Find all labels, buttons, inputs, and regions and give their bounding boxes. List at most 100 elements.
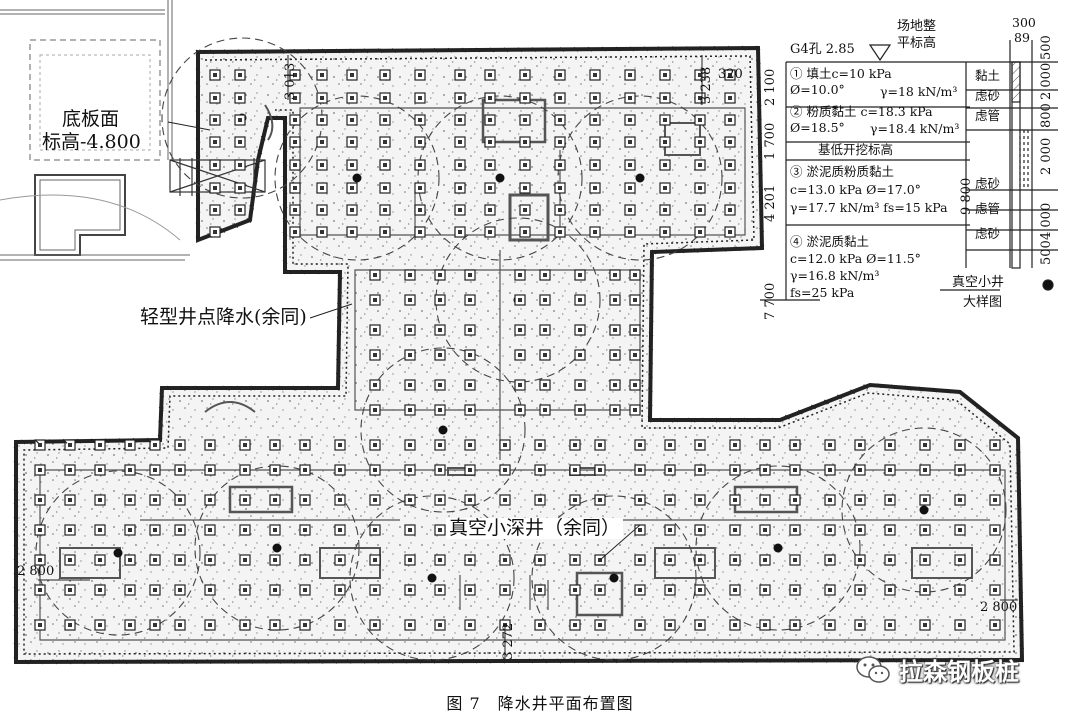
pile-cap bbox=[239, 554, 251, 566]
pile-cap bbox=[574, 349, 586, 361]
wellpoint-tick bbox=[679, 248, 685, 254]
pile-cap bbox=[594, 584, 606, 596]
pile-cap bbox=[539, 269, 551, 281]
pile-cap bbox=[629, 269, 641, 281]
wellpoint-tick bbox=[254, 163, 260, 169]
wellpoint-tick bbox=[262, 659, 268, 664]
pile-cap bbox=[64, 439, 76, 451]
pile-cap bbox=[434, 379, 446, 391]
pile-cap bbox=[269, 524, 281, 536]
wellpoint-tick bbox=[570, 658, 576, 664]
pile-cap bbox=[989, 524, 1001, 536]
pile-cap bbox=[609, 294, 621, 306]
wellpoint-tick bbox=[657, 46, 663, 52]
wellpoint-tick bbox=[318, 658, 324, 664]
pile-cap bbox=[724, 159, 736, 171]
wellpoint-tick bbox=[220, 228, 226, 233]
pile-cap bbox=[624, 182, 636, 194]
wellpoint-tick bbox=[249, 204, 255, 210]
pile-cap bbox=[464, 494, 476, 506]
pile-cap bbox=[289, 114, 301, 126]
wellpoint-tick bbox=[234, 659, 240, 664]
pile-cap bbox=[589, 136, 601, 148]
well-width-300: 300 bbox=[1012, 15, 1036, 30]
wechat-icon bbox=[856, 655, 890, 683]
wellpoint-tick bbox=[758, 213, 764, 219]
pile-cap bbox=[464, 379, 476, 391]
pile-cap bbox=[884, 619, 896, 631]
wellpoint-tick bbox=[34, 439, 40, 445]
wellpoint-tick bbox=[320, 385, 326, 391]
pile-cap bbox=[316, 204, 328, 216]
pile-cap bbox=[624, 136, 636, 148]
pile-cap bbox=[289, 159, 301, 171]
pile-cap bbox=[484, 204, 496, 216]
wellpoint-tick bbox=[335, 372, 341, 378]
wellpoint-tick bbox=[648, 317, 654, 323]
pile-cap bbox=[854, 584, 866, 596]
wellpoint-tick bbox=[743, 417, 749, 423]
wellpoint-tick bbox=[13, 572, 19, 578]
pile-cap bbox=[379, 92, 391, 104]
layer3-line-c: γ=17.7 kN/m³ fs=15 kPa bbox=[790, 200, 948, 215]
pile-cap bbox=[484, 92, 496, 104]
pile-cap bbox=[919, 524, 931, 536]
pile-cap bbox=[589, 226, 601, 238]
vacuum-well-symbol bbox=[773, 543, 783, 553]
wellpoint-tick bbox=[668, 658, 674, 664]
wellpoint-tick bbox=[699, 45, 705, 51]
wellpoint-tick bbox=[416, 658, 422, 664]
wellpoint-tick bbox=[433, 47, 439, 53]
pile-cap bbox=[334, 439, 346, 451]
pile-cap bbox=[404, 439, 416, 451]
wellpoint-tick bbox=[756, 115, 762, 121]
well-width-89: 89 bbox=[1014, 30, 1030, 45]
dim-2800-right: 2 800 bbox=[980, 600, 1018, 615]
pile-cap bbox=[554, 159, 566, 171]
pile-cap bbox=[759, 439, 771, 451]
wellpoint-tick bbox=[346, 658, 352, 664]
pile-cap bbox=[854, 554, 866, 566]
pile-cap bbox=[694, 114, 706, 126]
pile-cap bbox=[124, 494, 136, 506]
wellpoint-tick bbox=[159, 392, 165, 398]
wellpoint-tick bbox=[195, 110, 201, 115]
pile-cap bbox=[854, 464, 866, 476]
wellpoint-tick bbox=[710, 658, 716, 664]
pile-cap bbox=[64, 619, 76, 631]
wellpoint-tick bbox=[282, 147, 288, 153]
pile-cap bbox=[149, 554, 161, 566]
wellpoint-tick bbox=[647, 387, 653, 393]
wellpoint-tick bbox=[727, 45, 733, 51]
wellpoint-tick bbox=[192, 659, 198, 665]
wellpoint-tick bbox=[13, 446, 19, 452]
pile-cap bbox=[824, 554, 836, 566]
wellpoint-tick bbox=[458, 658, 464, 664]
wellpoint-tick bbox=[248, 659, 254, 664]
pile-cap bbox=[149, 584, 161, 596]
pile-cap bbox=[534, 494, 546, 506]
pile-cap bbox=[519, 182, 531, 194]
pile-cap bbox=[269, 619, 281, 631]
pile-cap bbox=[454, 182, 466, 194]
wellpoint-tick bbox=[300, 269, 306, 275]
wellpoint-tick bbox=[1016, 462, 1021, 468]
pile-cap bbox=[414, 92, 426, 104]
pile-cap bbox=[634, 524, 646, 536]
layer1-line-b: Ø=10.0° bbox=[790, 82, 845, 97]
pile-cap bbox=[404, 619, 416, 631]
pile-cap bbox=[664, 439, 676, 451]
pile-cap bbox=[346, 204, 358, 216]
wellpoint-tick bbox=[195, 49, 201, 55]
wellpoint-tick bbox=[265, 49, 271, 54]
layer2-line-b: Ø=18.5° bbox=[790, 120, 845, 135]
pile-cap bbox=[824, 524, 836, 536]
pile-cap bbox=[574, 404, 586, 416]
pile-cap bbox=[609, 324, 621, 336]
wellpoint-tick bbox=[693, 247, 699, 253]
wellpoint-tick bbox=[647, 401, 653, 407]
pile-cap bbox=[94, 439, 106, 451]
well-dim-2000-a: 2 000 bbox=[1039, 62, 1054, 100]
pile-cap bbox=[124, 619, 136, 631]
